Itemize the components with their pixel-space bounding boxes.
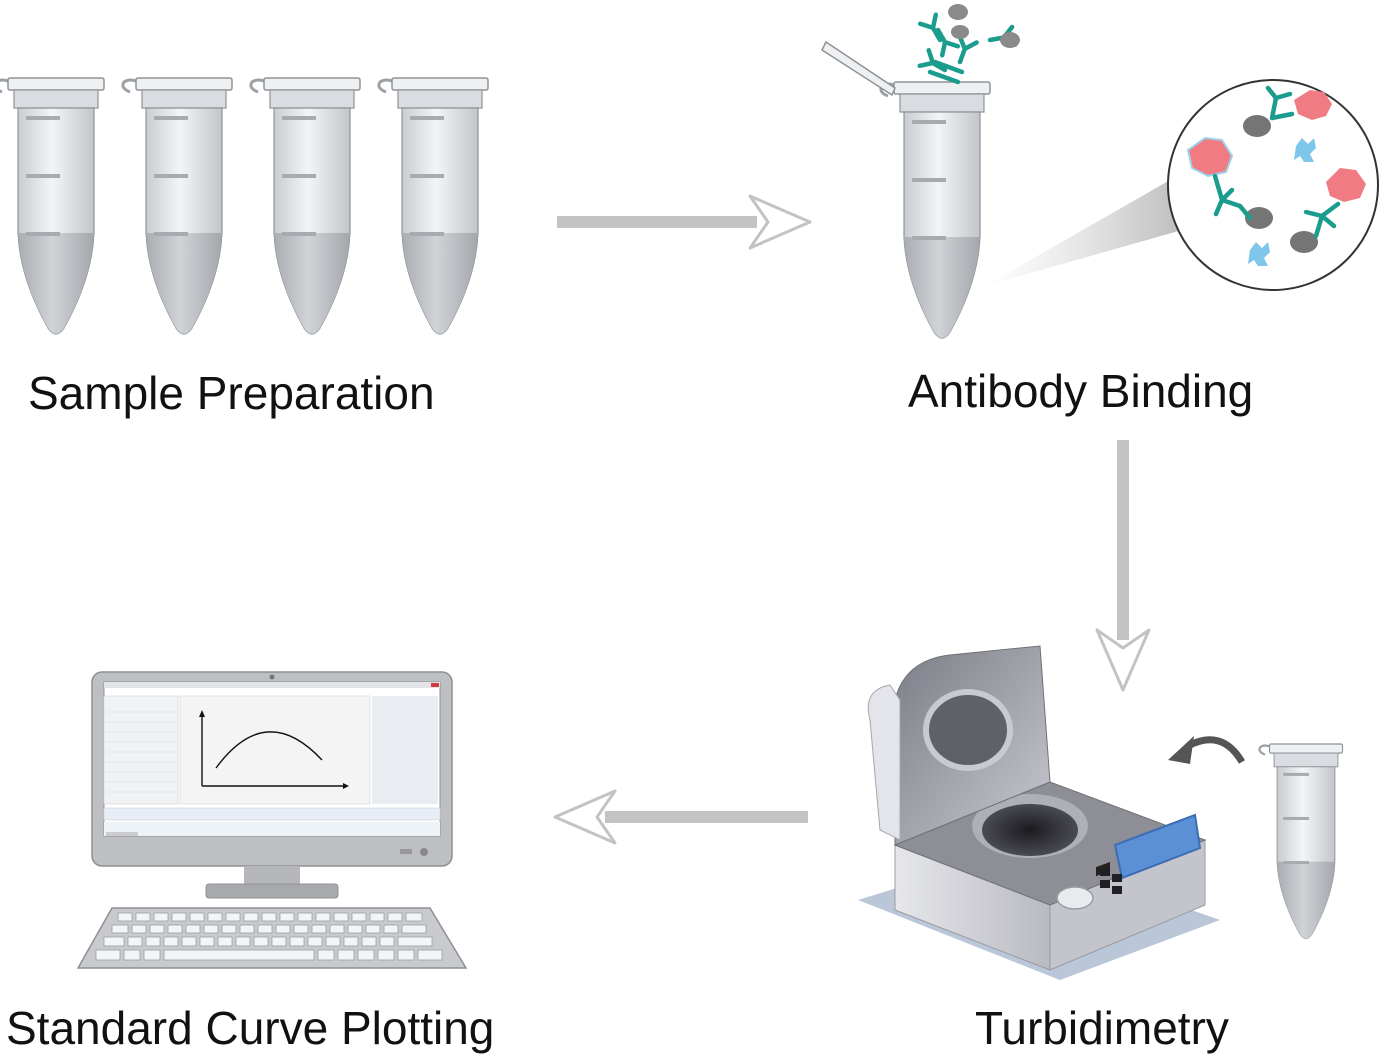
arrow-right: [557, 194, 812, 250]
turbidimeter: [858, 645, 1220, 980]
falling-antibodies: [920, 4, 1020, 85]
tube-3: [249, 76, 362, 336]
standard-curve-plotting-label: Standard Curve Plotting: [6, 1002, 495, 1054]
sample-preparation-label: Sample Preparation: [28, 367, 435, 419]
arrow-left: [553, 789, 808, 845]
zoom-beam: [985, 180, 1182, 286]
antibody-binding-label: Antibody Binding: [908, 365, 1254, 417]
turbidimetry-label: Turbidimetry: [975, 1002, 1229, 1054]
insert-arrow: [1168, 736, 1246, 764]
arrow-down: [1095, 440, 1151, 692]
antibody-tube: [821, 40, 992, 340]
tube-1: [0, 76, 106, 336]
tube-turbidimetry: [1258, 742, 1344, 940]
screen-curve-chart: [199, 710, 349, 789]
tube-4: [377, 76, 490, 336]
tube-2: [121, 76, 234, 336]
sample-tubes: [0, 76, 490, 336]
binding-zoom-circle: [1167, 79, 1379, 291]
computer: [76, 671, 468, 969]
